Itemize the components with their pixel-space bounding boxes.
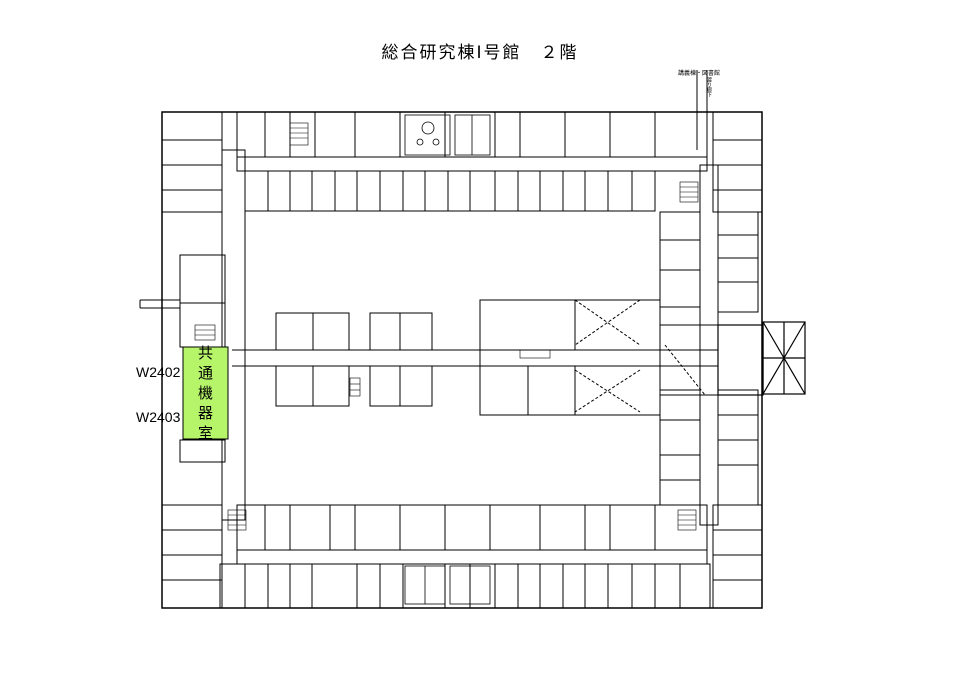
label-char: 室 (197, 424, 213, 442)
label-char: 通 (197, 364, 213, 382)
utility-blocks (404, 114, 491, 605)
top-rooms (264, 112, 656, 211)
central-right-block (479, 299, 718, 416)
floor-title: 総合研究棟Ⅰ号館 ２階 (381, 43, 579, 63)
left-rooms (139, 139, 226, 581)
room-label-w2403: W2403 (136, 409, 181, 425)
stairs (194, 122, 699, 531)
right-rooms (659, 70, 762, 581)
outer-outline (161, 111, 763, 609)
corridor-annotation: 渡り廊下 (706, 77, 712, 97)
label-char: 共 (197, 344, 213, 362)
label-char: 機 (197, 384, 213, 402)
entrance-pavilion (717, 321, 806, 396)
label-char: 器 (197, 404, 213, 422)
lecture-building-annotation: 講義棟・図書館 (678, 70, 721, 77)
central-corridor (232, 312, 480, 407)
common-equipment-room-label: 共 通 機 器 室 (183, 344, 228, 442)
bottom-rooms (244, 505, 681, 608)
room-label-w2402: W2402 (136, 364, 181, 380)
common-equipment-room (182, 346, 229, 440)
